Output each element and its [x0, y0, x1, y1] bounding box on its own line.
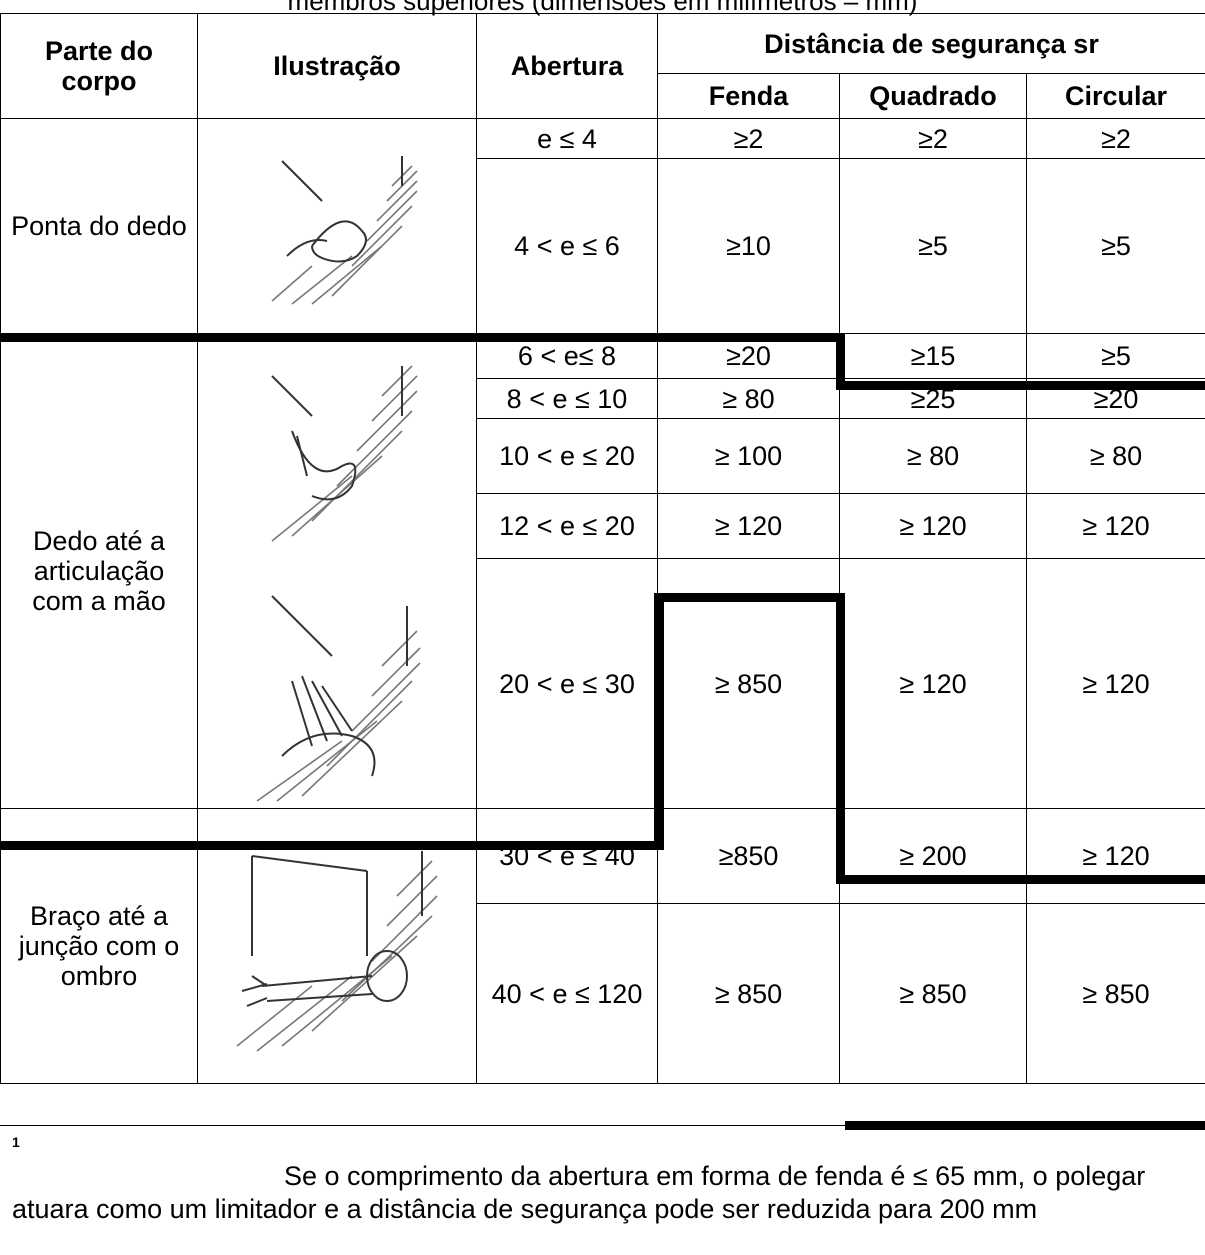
illustration-cell — [197, 333, 477, 809]
thick-rule — [0, 333, 842, 342]
slot-cell: ≥ 850 — [657, 903, 840, 1084]
body-part-cell: Braço até a junção com o ombro — [0, 808, 198, 1084]
circular-cell: ≥ 80 — [1025, 418, 1205, 494]
square-cell: ≥ 850 — [839, 903, 1027, 1084]
square-cell: ≥ 120 — [839, 493, 1027, 559]
opening-cell: 20 < e ≤ 30 — [476, 558, 658, 809]
circular-cell: ≥ 850 — [1025, 903, 1205, 1084]
header-square: Quadrado — [839, 73, 1027, 119]
table-row: Braço até a junção com o ombro 30 < e — [0, 808, 1205, 1084]
square-cell: ≥5 — [839, 158, 1027, 334]
opening-cell: 12 < e ≤ 20 — [476, 493, 658, 559]
slot-cell: ≥ 80 — [657, 378, 840, 419]
header-illustration: Ilustração — [197, 13, 477, 119]
circular-cell: ≥5 — [1025, 333, 1205, 379]
header-row: Parte do corpo Ilustração Abertura Distâ… — [0, 13, 1205, 119]
body-part-cell: Dedo até a articulação com a mão — [0, 333, 198, 809]
finger-and-hand-through-opening-icon — [256, 365, 421, 802]
footnote-ref: 1 — [12, 1134, 20, 1150]
table-row: 10 < e ≤ 20 ≥ 100 ≥ 80 ≥ 80 — [1, 418, 1205, 494]
table-row: 20 < e ≤ 30 ≥ 850 ≥ 120 ≥ 120 — [1, 558, 1205, 809]
opening-cell: 4 < e ≤ 6 — [476, 158, 658, 334]
slot-cell: ≥850 — [657, 808, 840, 904]
opening-cell: 40 < e ≤ 120 — [476, 903, 658, 1084]
circular-cell: ≥ 120 — [1025, 493, 1205, 559]
square-cell: ≥ 80 — [839, 418, 1027, 494]
circular-cell: ≥5 — [1025, 158, 1205, 334]
footnote: 1 Se o comprimento da abertura em forma … — [0, 1125, 1205, 1255]
subheader-row: Fenda Quadrado Circular — [1, 73, 1205, 119]
square-cell: ≥2 — [839, 118, 1027, 159]
circular-cell: ≥2 — [1025, 118, 1205, 159]
thick-rule — [836, 593, 845, 884]
opening-cell: 30 < e ≤ 40 — [476, 808, 658, 904]
slot-cell: ≥10 — [657, 158, 840, 334]
body-part-cell: Ponta do dedo — [0, 118, 198, 334]
thick-rule — [836, 381, 1205, 390]
square-cell: ≥ 120 — [839, 558, 1027, 809]
square-cell: ≥ 200 — [839, 808, 1027, 904]
slot-cell: ≥2 — [657, 118, 840, 159]
table-row: Ponta do dedo e ≤ 4 ≥2 ≥2 — [0, 118, 1205, 334]
opening-cell: 8 < e ≤ 10 — [476, 378, 658, 419]
thick-rule — [654, 593, 664, 850]
circular-cell: ≥ 120 — [1025, 558, 1205, 809]
table-row: 40 < e ≤ 120 ≥ 850 ≥ 850 ≥ 850 — [1, 903, 1205, 1084]
illustration-cell — [197, 808, 477, 1084]
table-row: Dedo até a articulação com a mão — [0, 333, 1205, 809]
table-row: 4 < e ≤ 6 ≥10 ≥5 ≥5 — [1, 158, 1205, 334]
illustration-cell — [197, 118, 477, 334]
header-circular: Circular — [1025, 73, 1205, 119]
header-slot: Fenda — [657, 73, 840, 119]
table-caption: membros superiores (dimensões em milímet… — [287, 0, 918, 16]
table-row: 12 < e ≤ 20 ≥ 120 ≥ 120 ≥ 120 — [1, 493, 1205, 559]
opening-cell: e ≤ 4 — [476, 118, 658, 159]
square-cell: ≥15 — [839, 333, 1027, 379]
thick-rule — [836, 333, 845, 389]
safety-distance-table: Parte do corpo Ilustração Abertura Distâ… — [0, 13, 1205, 1084]
thick-rule — [836, 875, 1205, 884]
header-body-part: Parte do corpo — [0, 13, 198, 119]
header-opening: Abertura — [476, 13, 658, 119]
slot-cell: ≥ 120 — [657, 493, 840, 559]
opening-cell: 10 < e ≤ 20 — [476, 418, 658, 494]
thick-rule — [654, 593, 845, 602]
fingertip-through-opening-icon — [271, 156, 418, 305]
thick-rule — [0, 841, 664, 850]
header-safety-distance: Distância de segurança sr — [656, 13, 1205, 74]
slot-cell: ≥ 100 — [657, 418, 840, 494]
arm-through-opening-icon — [236, 851, 438, 1052]
circular-cell: ≥ 120 — [1025, 808, 1205, 904]
footnote-text: Se o comprimento da abertura em forma de… — [12, 1161, 1146, 1224]
